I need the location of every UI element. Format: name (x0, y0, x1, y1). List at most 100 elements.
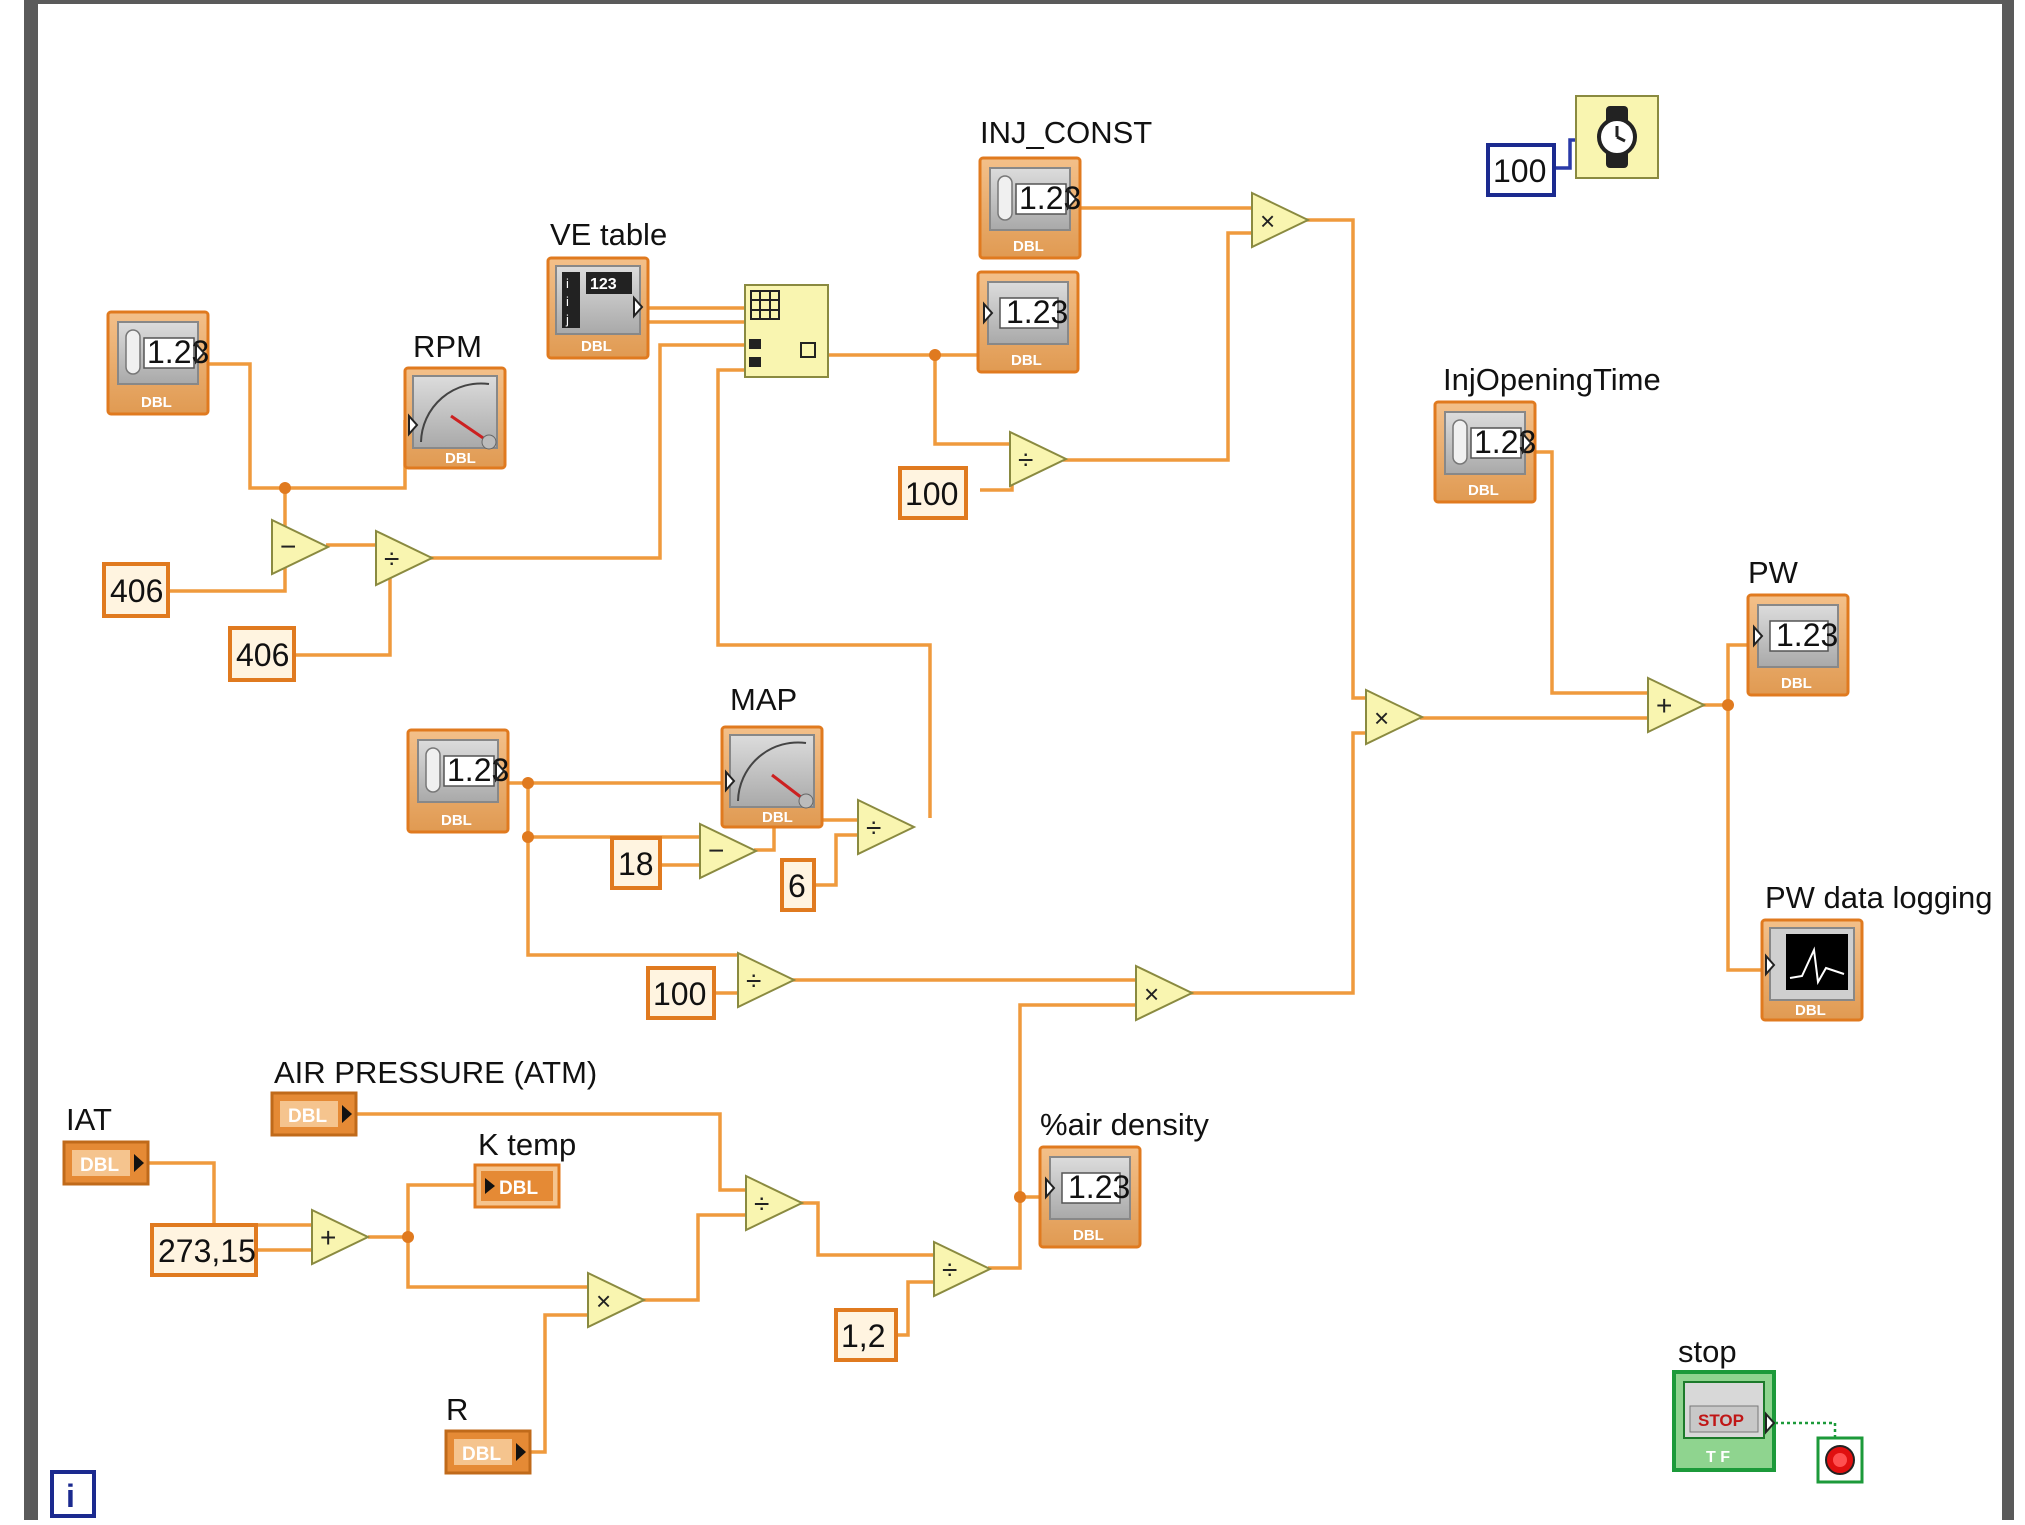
svg-text:DBL: DBL (1468, 482, 1499, 499)
divide-node-ve: ÷ (1009, 430, 1069, 488)
wire (430, 343, 745, 560)
label-map: MAP (730, 682, 797, 717)
svg-text:DBL: DBL (80, 1155, 119, 1176)
multiply-node-r: × (587, 1271, 647, 1329)
interpolate-2d-node[interactable] (744, 284, 829, 378)
wire (1018, 1003, 1138, 1197)
air-pressure-control[interactable]: DBL (270, 1091, 358, 1137)
stop-button-control[interactable]: STOP T F (1672, 1370, 1776, 1472)
svg-text:273,15: 273,15 (158, 1233, 256, 1269)
svg-text:DBL: DBL (499, 1178, 538, 1199)
svg-text:DBL: DBL (288, 1106, 327, 1127)
svg-text:DBL: DBL (1795, 1002, 1826, 1019)
svg-text:÷: ÷ (1018, 444, 1033, 475)
inj-const-control[interactable]: 1.23 DBL (978, 156, 1082, 260)
svg-text:÷: ÷ (746, 965, 761, 996)
divide-node-air: ÷ (745, 1174, 805, 1232)
pw-indicator: 1.23 DBL (1746, 593, 1850, 697)
label-rpm: RPM (413, 329, 482, 364)
input-arrow-icon (1753, 624, 1764, 648)
svg-text:+: + (320, 1222, 336, 1253)
const-273-15: 273,15 (150, 1223, 258, 1277)
input-arrow-icon (983, 301, 994, 325)
output-arrow-icon (195, 341, 206, 365)
wire (1555, 138, 1578, 170)
output-arrow-icon (633, 295, 644, 319)
wire (168, 565, 287, 593)
wire (1702, 643, 1748, 707)
svg-text:100: 100 (1493, 153, 1546, 189)
wire (295, 575, 392, 657)
wire (643, 1213, 746, 1302)
svg-text:DBL: DBL (1073, 1227, 1104, 1244)
wire (980, 470, 1014, 492)
ve-table-control[interactable]: i i j 123 DBL (546, 256, 650, 360)
rpm-control[interactable]: 1.23 DBL (106, 310, 210, 416)
inj-opening-time-control[interactable]: 1.23 DBL (1433, 400, 1537, 504)
wire (148, 1161, 313, 1227)
r-control[interactable]: DBL (444, 1429, 532, 1475)
divide-node-map-100: ÷ (737, 951, 797, 1009)
svg-text:1.23: 1.23 (1006, 294, 1068, 330)
svg-text:18: 18 (618, 846, 654, 882)
svg-text:DBL: DBL (581, 338, 612, 355)
const-100-ve: 100 (898, 466, 968, 520)
output-arrow-icon (495, 759, 506, 783)
svg-text:×: × (1260, 206, 1275, 236)
input-arrow-icon (1765, 953, 1776, 977)
map-control[interactable]: 1.23 DBL (406, 728, 510, 834)
label-r: R (446, 1392, 468, 1427)
svg-text:−: − (280, 531, 296, 562)
stop-button-icon: STOP (1698, 1411, 1744, 1430)
knob-icon (1452, 419, 1468, 465)
loop-condition-terminal[interactable] (1816, 1436, 1864, 1484)
knob-icon (425, 747, 441, 793)
wire (355, 1112, 746, 1192)
svg-text:−: − (708, 835, 724, 866)
wire (368, 1183, 475, 1239)
divide-node-map: ÷ (857, 798, 917, 856)
wire (1535, 450, 1648, 695)
label-inj-const: INJ_CONST (980, 115, 1152, 150)
label-air-density: %air density (1040, 1107, 1209, 1142)
input-arrow-icon (1045, 1176, 1056, 1200)
map-gauge-indicator: DBL (720, 725, 824, 829)
junction-dots (279, 349, 1734, 1243)
const-100-wait: 100 (1486, 143, 1556, 197)
svg-text:DBL: DBL (1013, 238, 1044, 255)
output-arrow-icon (134, 1154, 144, 1172)
wire (1726, 705, 1768, 972)
constants: 406 406 100 18 6 100 273,15 1,2 (102, 143, 1556, 1362)
labels: INJ_CONST VE table RPM MAP InjOpeningTim… (66, 115, 1992, 1427)
operators: − ÷ ÷ × × + ÷ − (271, 191, 1707, 1329)
svg-text:DBL: DBL (445, 450, 476, 467)
svg-text:DBL: DBL (1781, 675, 1812, 692)
wait-ms-node[interactable] (1575, 95, 1659, 179)
svg-text:i: i (566, 276, 569, 291)
const-406-b: 406 (228, 626, 296, 682)
const-100-map: 100 (646, 966, 716, 1020)
while-loop-frame (24, 0, 2014, 1520)
wait-ms-icon (1597, 106, 1637, 168)
svg-text:÷: ÷ (866, 812, 881, 843)
iteration-terminal: i (50, 1470, 96, 1518)
output-arrow-icon (1522, 431, 1533, 455)
label-pw-data-logging: PW data logging (1765, 880, 1992, 915)
svg-text:406: 406 (236, 637, 289, 673)
svg-text:i: i (66, 1478, 75, 1514)
wire (815, 833, 860, 887)
pw-data-logging-chart: DBL (1760, 918, 1864, 1022)
svg-text:DBL: DBL (1011, 352, 1042, 369)
wires (148, 138, 1837, 1454)
iat-control[interactable]: DBL (62, 1140, 150, 1186)
svg-text:406: 406 (110, 573, 163, 609)
wire (1190, 731, 1368, 995)
svg-text:T F: T F (1706, 1449, 1730, 1466)
multiply-node-map: × (1135, 964, 1195, 1022)
wire (754, 820, 776, 852)
output-arrow-icon (1067, 187, 1078, 211)
divide-node-density: ÷ (933, 1240, 993, 1298)
wire (200, 362, 407, 490)
svg-text:123: 123 (590, 276, 617, 293)
air-density-indicator: 1.23 DBL (1038, 1145, 1142, 1249)
